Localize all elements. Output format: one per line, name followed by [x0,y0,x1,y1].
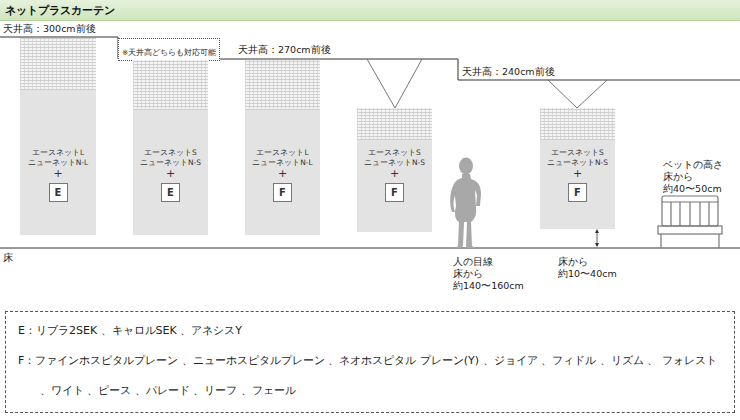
mesh-area [133,60,208,110]
plus-sign: + [166,168,175,180]
product-name: ニューネットN-L [28,158,89,168]
hanging-wire [367,59,422,108]
fabric-key: E [167,187,174,198]
bed-height-note: 床から [663,171,693,183]
mesh-area [245,60,320,110]
fabric-key: F [391,187,398,198]
floor-line [0,248,740,249]
curtain-panel: エースネットSニューネットN-S+ E [133,60,208,235]
product-name: エースネットL [32,148,84,158]
fabric-list-box: E：リブラ2SEK 、キャロルSEK 、アネシスYF：ファインホスピタルプレーン… [5,311,735,413]
fabric-key-box: F [568,183,587,202]
fabric-list: E：リブラ2SEK 、キャロルSEK 、アネシスY [18,316,724,346]
fabric-list: F：ファインホスピタルプレーン 、ニューホスピタルプレーン 、ネオホスピタル プ… [18,346,724,406]
fabric-key: E [55,187,62,198]
curtain-panel: エースネットLニューネットN-L+ E [20,38,96,235]
mesh-area [540,108,615,140]
product-name: エースネットS [551,148,604,158]
arrow-head [595,229,599,233]
product-name: エースネットS [368,148,421,158]
plus-sign: + [278,168,287,180]
product-name: ニューネットN-L [252,158,313,168]
fabric-key-box: E [49,183,68,202]
bed-height-note: ベットの高さ [663,159,723,171]
product-name: ニューネットN-S [140,158,201,168]
fabric-key: F [279,187,286,198]
curtain-panel: エースネットLニューネットN-L+ F [245,60,320,235]
bed-height-note: 約40〜50cm [663,183,722,195]
fabric-key: F [574,187,581,198]
note-box: ※天井高どちらも対応可能 [118,38,220,61]
plus-sign: + [390,168,399,180]
person-silhouette [450,158,481,249]
eye-level-note: 人の目線 [453,256,493,268]
ceiling-height: 天井高：240cm前後 [462,66,555,78]
floor-label: 床 [3,252,13,264]
arrow-head [595,243,599,247]
product-name: ニューネットN-S [364,158,425,168]
eye-level-note: 床から [453,268,483,280]
product-name: エースネットS [144,148,197,158]
ceiling-height: 天井高：300cm前後 [3,23,96,35]
plus-sign: + [53,168,62,180]
note-text: ※天井高どちらも対応可能 [122,48,216,57]
ceiling-height: 天井高：270cm前後 [238,44,331,56]
gap-note: 約10〜40cm [558,268,617,280]
bed [658,196,722,248]
curtain-panel: エースネットSニューネットN-S+ F [357,108,432,232]
hanging-wire [548,80,607,108]
mesh-area [20,38,96,90]
title: ネットプラスカーテン [5,3,115,18]
product-name: ニューネットN-S [547,158,608,168]
fabric-key-box: F [273,183,292,202]
fabric-key-box: F [385,183,404,202]
eye-level-note: 約140〜160cm [453,280,524,292]
mesh-area [357,108,432,140]
curtain-panel: エースネットSニューネットN-S+ F [540,108,615,229]
gap-note: 床から [558,256,588,268]
plus-sign: + [573,168,582,180]
ceiling-line [0,37,740,80]
product-name: エースネットL [256,148,308,158]
fabric-key-box: E [161,183,180,202]
